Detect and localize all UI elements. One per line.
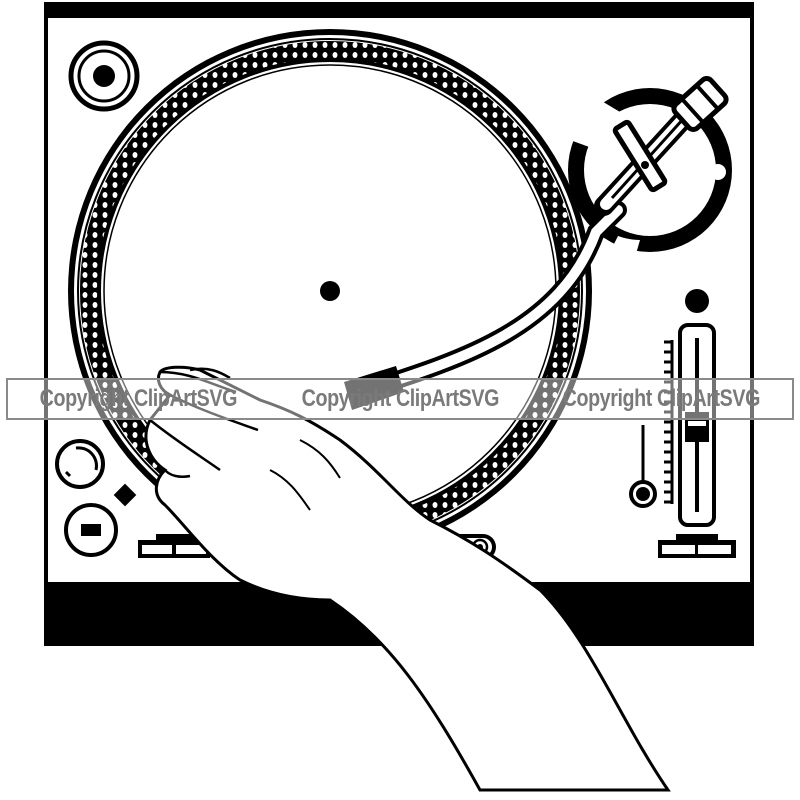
pitch-slider-handle[interactable] bbox=[685, 412, 709, 442]
start-stop-button[interactable] bbox=[64, 503, 118, 557]
pitch-slider[interactable] bbox=[678, 323, 716, 527]
speed-buttons-right[interactable] bbox=[658, 534, 736, 558]
watermark-text: Copyright ClipArtSVG bbox=[39, 385, 238, 412]
dj-hand bbox=[144, 365, 671, 792]
speed-buttons-left[interactable] bbox=[138, 534, 210, 558]
reset-lever[interactable] bbox=[629, 425, 657, 508]
watermark-text: Copyright ClipArtSVG bbox=[562, 385, 761, 412]
watermark-text: Copyright ClipArtSVG bbox=[301, 385, 499, 412]
pitch-scale bbox=[664, 340, 674, 504]
power-knob[interactable] bbox=[55, 439, 105, 489]
pitch-light-icon bbox=[685, 289, 709, 313]
spindle-icon bbox=[320, 281, 340, 301]
target-light-icon bbox=[68, 40, 140, 112]
watermark-banner: Copyright ClipArtSVG Copyright ClipArtSV… bbox=[6, 378, 794, 420]
headshell bbox=[344, 366, 404, 410]
